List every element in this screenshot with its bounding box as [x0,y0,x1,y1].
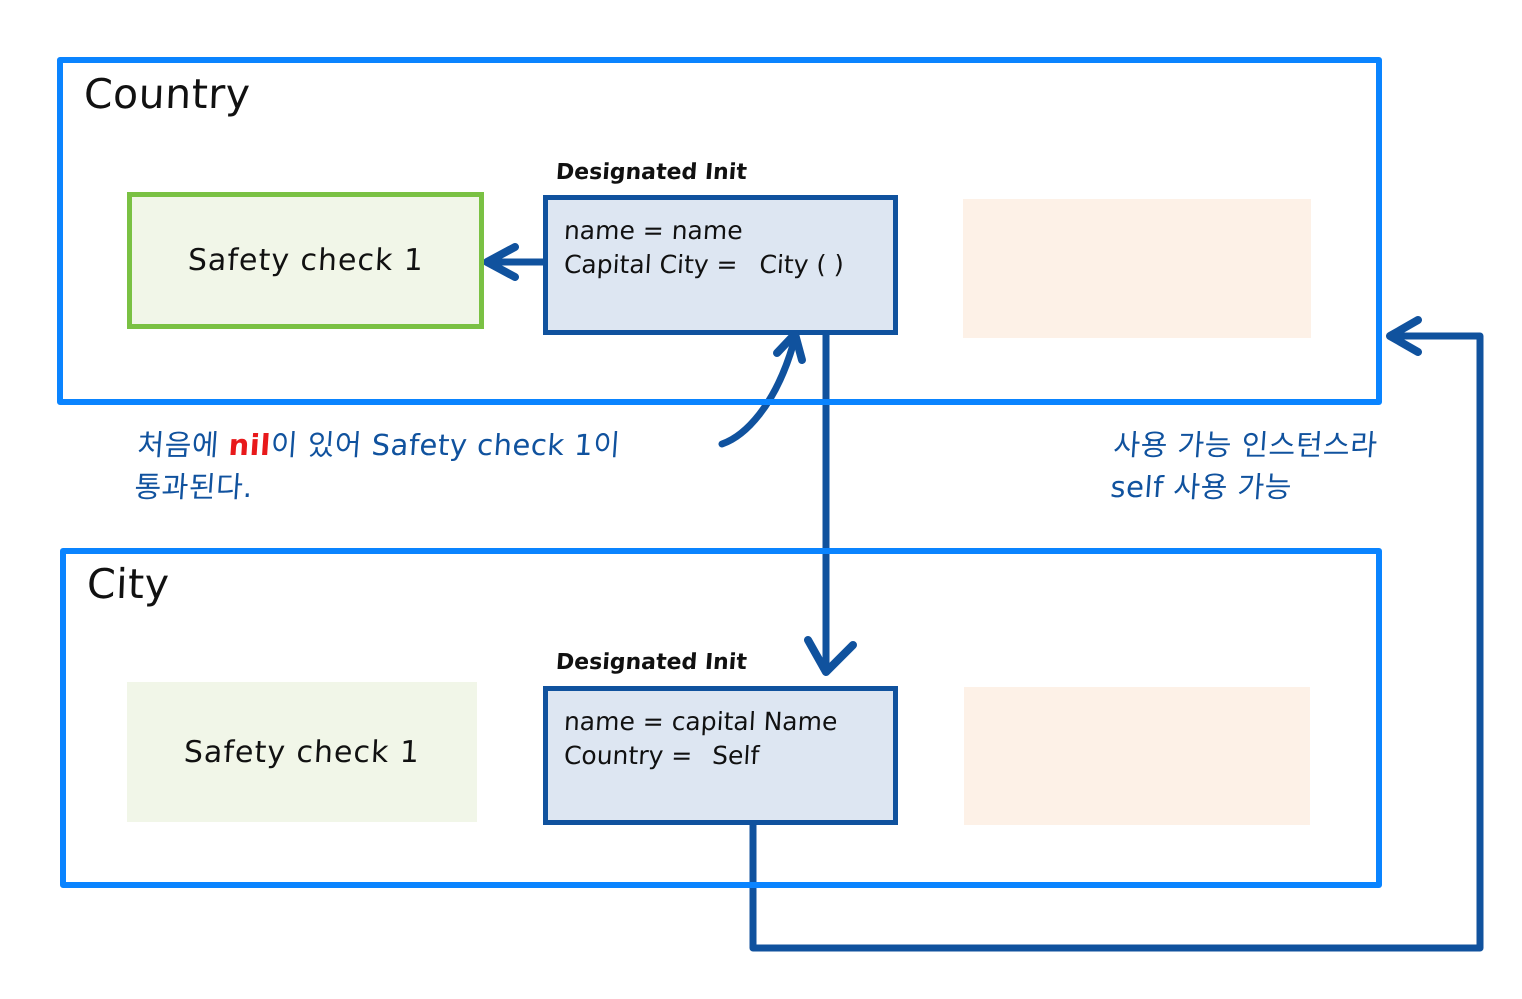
annotation-left-line-1-part-a: 처음에 [136,428,230,462]
city-designated-init-box: name = capital Name Country = Self [543,686,898,825]
city-init-line-2-right: Self [711,740,760,770]
country-init-line-2-left: Capital City = [563,249,739,279]
country-designated-init-caption: Designated Init [555,160,748,185]
country-init-line-2-right: City ( ) [758,249,845,279]
annotation-right-line-2: self 사용 가능 [1109,470,1294,505]
annotation-left-nil-token: nil [227,428,272,462]
annotation-left: 처음에 nil이 있어 Safety check 1이 통과된다. [133,424,622,508]
annotation-left-line-2: 통과된다. [133,470,255,505]
country-init-line-2: Capital City = City ( ) [563,248,894,282]
city-designated-init-caption: Designated Init [555,650,748,675]
city-init-line-2-left: Country = [563,740,693,770]
country-safety-check-box: Safety check 1 [127,192,484,329]
city-container [60,548,1382,888]
annotation-right-line-1: 사용 가능 인스턴스라 [1112,428,1379,462]
country-init-line-1: name = name [563,216,744,245]
country-safety-check-label: Safety check 1 [186,243,425,278]
annotation-left-line-1-part-b: 이 있어 Safety check 1이 [269,428,622,462]
city-init-line-1: name = capital Name [563,707,839,736]
city-init-line-2: Country = Self [563,739,894,773]
city-safety-check-box: Safety check 1 [127,682,477,822]
country-container [57,57,1382,405]
city-title: City [86,560,171,608]
city-placeholder-box [964,687,1310,825]
country-designated-init-box: name = name Capital City = City ( ) [543,195,898,335]
annotation-right: 사용 가능 인스턴스라 self 사용 가능 [1109,424,1379,508]
country-placeholder-box [963,199,1311,338]
country-title: Country [83,70,252,118]
city-safety-check-label: Safety check 1 [183,734,421,770]
annotation-left-line-1: 처음에 nil이 있어 Safety check 1이 [136,424,622,466]
